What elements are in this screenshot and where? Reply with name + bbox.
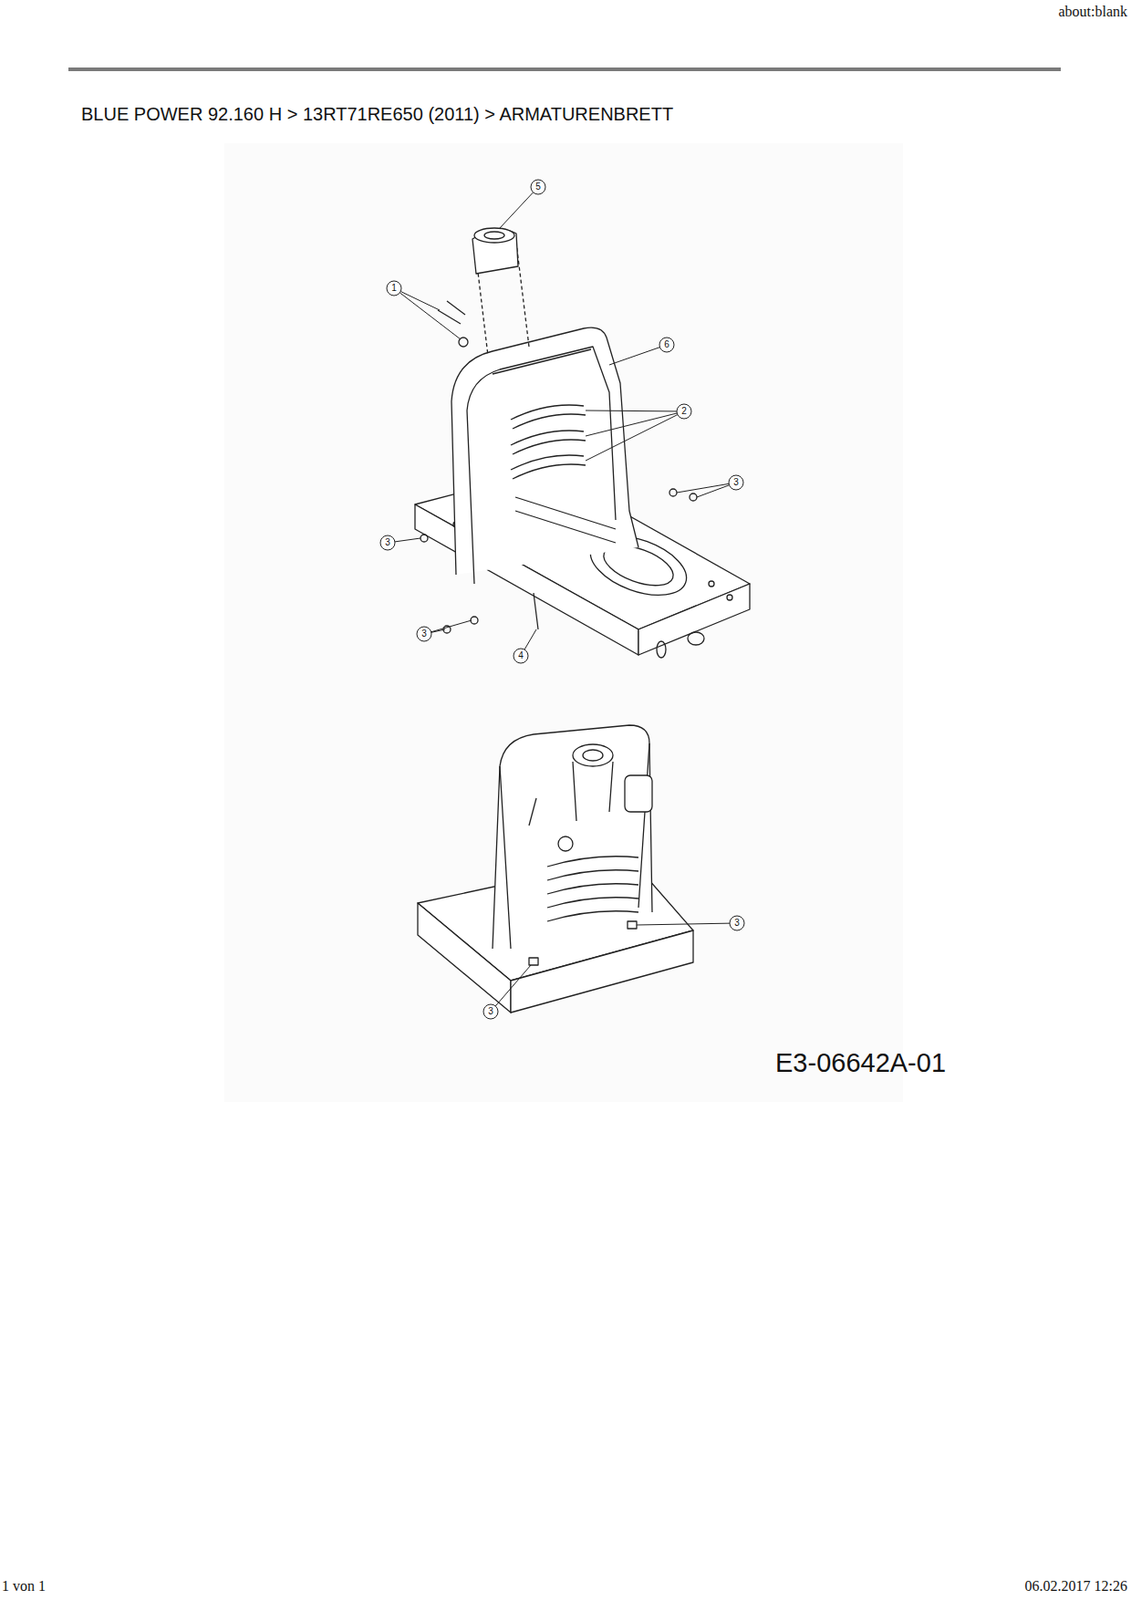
bottom-assembly xyxy=(417,725,694,1013)
callout-number: 1 xyxy=(386,280,402,296)
leader-line xyxy=(499,192,534,229)
callout-circle xyxy=(659,337,675,353)
callout-number: 6 xyxy=(659,337,675,353)
callout-circle xyxy=(483,1004,499,1019)
leader-lines xyxy=(394,192,730,1007)
callout-number: 5 xyxy=(530,179,546,195)
figure-ground xyxy=(224,143,903,1102)
leader-line xyxy=(585,415,678,461)
drawing-code: E3-06642A-01 xyxy=(775,1048,946,1079)
top-assembly xyxy=(415,228,750,658)
callout-number: 3 xyxy=(483,1004,499,1019)
leader-line xyxy=(636,923,730,925)
callout-circle xyxy=(386,280,402,296)
breadcrumb-title: BLUE POWER 92.160 H > 13RT71RE650 (2011)… xyxy=(81,103,674,125)
callout-circle xyxy=(380,535,395,550)
leader-line xyxy=(394,538,421,542)
callout-circles xyxy=(380,179,745,1019)
callout-circle xyxy=(513,648,529,664)
callout-number: 3 xyxy=(380,535,395,550)
leader-line xyxy=(400,290,440,311)
leader-line xyxy=(609,347,660,365)
callout-number: 3 xyxy=(416,626,432,642)
leader-line xyxy=(585,410,677,413)
callout-number: 2 xyxy=(676,404,692,419)
callout-circle xyxy=(728,475,744,490)
page-footer: 1 von 1 xyxy=(1,1577,46,1595)
leader-line xyxy=(585,413,677,436)
callout-number: 3 xyxy=(729,915,745,931)
page-header: about:blank xyxy=(1058,3,1128,21)
leader-line xyxy=(495,964,531,1007)
callout-circle xyxy=(676,404,692,419)
callout-circle xyxy=(416,626,432,642)
leader-line xyxy=(696,485,730,498)
callout-number: 4 xyxy=(513,648,529,664)
leader-line xyxy=(524,629,537,650)
page-footer: 06.02.2017 12:26 xyxy=(1025,1577,1128,1595)
callout-number: 3 xyxy=(728,475,744,490)
header-rule xyxy=(68,67,1061,72)
leader-line xyxy=(431,620,472,633)
callout-circle xyxy=(729,915,745,931)
callout-circle xyxy=(530,179,546,195)
leader-line xyxy=(399,292,461,340)
